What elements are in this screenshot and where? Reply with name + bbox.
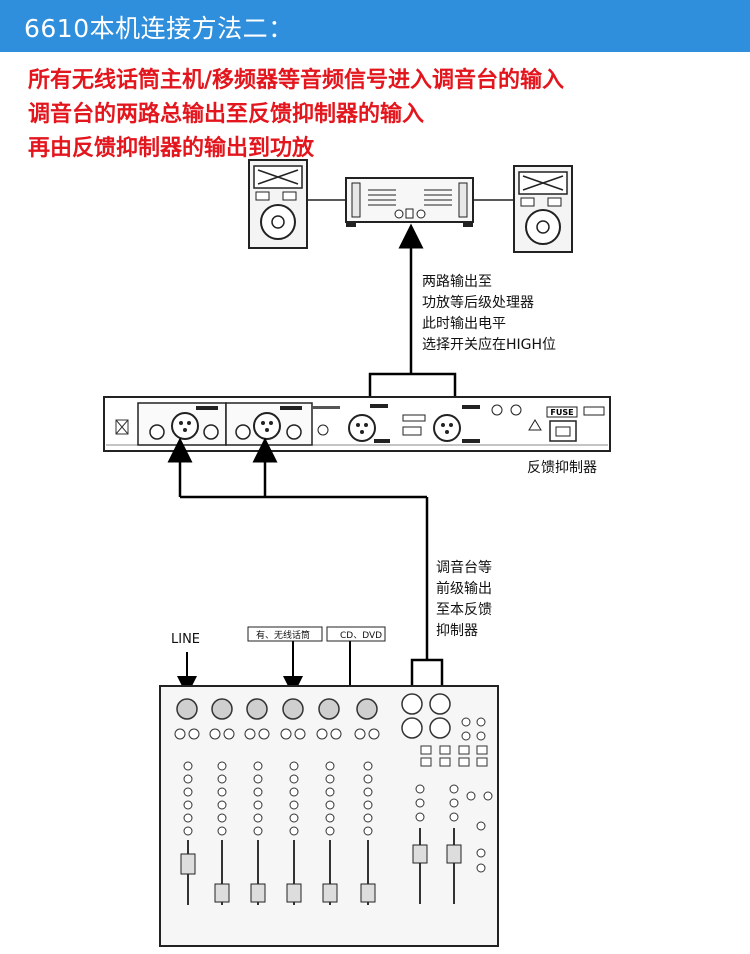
speaker-right bbox=[513, 165, 573, 253]
audio-mixer bbox=[159, 685, 499, 947]
speaker-left bbox=[248, 159, 308, 249]
channel-4 bbox=[280, 698, 306, 905]
note-line: 功放等后级处理器 bbox=[422, 295, 534, 311]
note-line: 至本反馈 bbox=[436, 602, 492, 618]
cd-label: CD、DVD bbox=[340, 631, 383, 641]
header-bar: 6610本机连接方法二： bbox=[0, 0, 750, 52]
channel-2 bbox=[209, 698, 235, 905]
mic-label: 有、无线话筒 bbox=[256, 631, 311, 641]
page-title: 6610本机连接方法二： bbox=[24, 14, 294, 43]
master-section bbox=[401, 693, 493, 904]
instruction-line-1: 所有无线话筒主机/移频器等音频信号进入调音台的输入 bbox=[28, 68, 565, 93]
instruction-line-2: 调音台的两路总输出至反馈抑制器的输入 bbox=[28, 102, 425, 127]
note-line: 前级输出 bbox=[436, 581, 492, 597]
channel-1 bbox=[174, 698, 200, 905]
instruction-line-3: 再由反馈抑制器的输出到功放 bbox=[28, 136, 315, 161]
fuse-label: FUSE bbox=[550, 408, 573, 417]
note-line: 此时输出电平 bbox=[422, 316, 506, 332]
note-line: 抑制器 bbox=[436, 623, 478, 639]
note-line: 调音台等 bbox=[436, 560, 492, 576]
note-line: 选择开关应在HIGH位 bbox=[422, 337, 557, 353]
feedback-suppressor-panel: FUSE bbox=[103, 396, 611, 452]
channel-6 bbox=[354, 698, 380, 905]
power-amplifier bbox=[345, 177, 474, 227]
line-label: LINE bbox=[171, 632, 201, 647]
channel-5 bbox=[316, 698, 342, 905]
note-output-to-amp: 两路输出至 功放等后级处理器 此时输出电平 选择开关应在HIGH位 bbox=[422, 272, 556, 356]
channel-3 bbox=[244, 698, 270, 905]
feedback-suppressor-label: 反馈抑制器 bbox=[527, 460, 597, 476]
note-line: 两路输出至 bbox=[422, 274, 492, 290]
note-mixer-to-suppressor: 调音台等 前级输出 至本反馈 抑制器 bbox=[436, 558, 492, 642]
